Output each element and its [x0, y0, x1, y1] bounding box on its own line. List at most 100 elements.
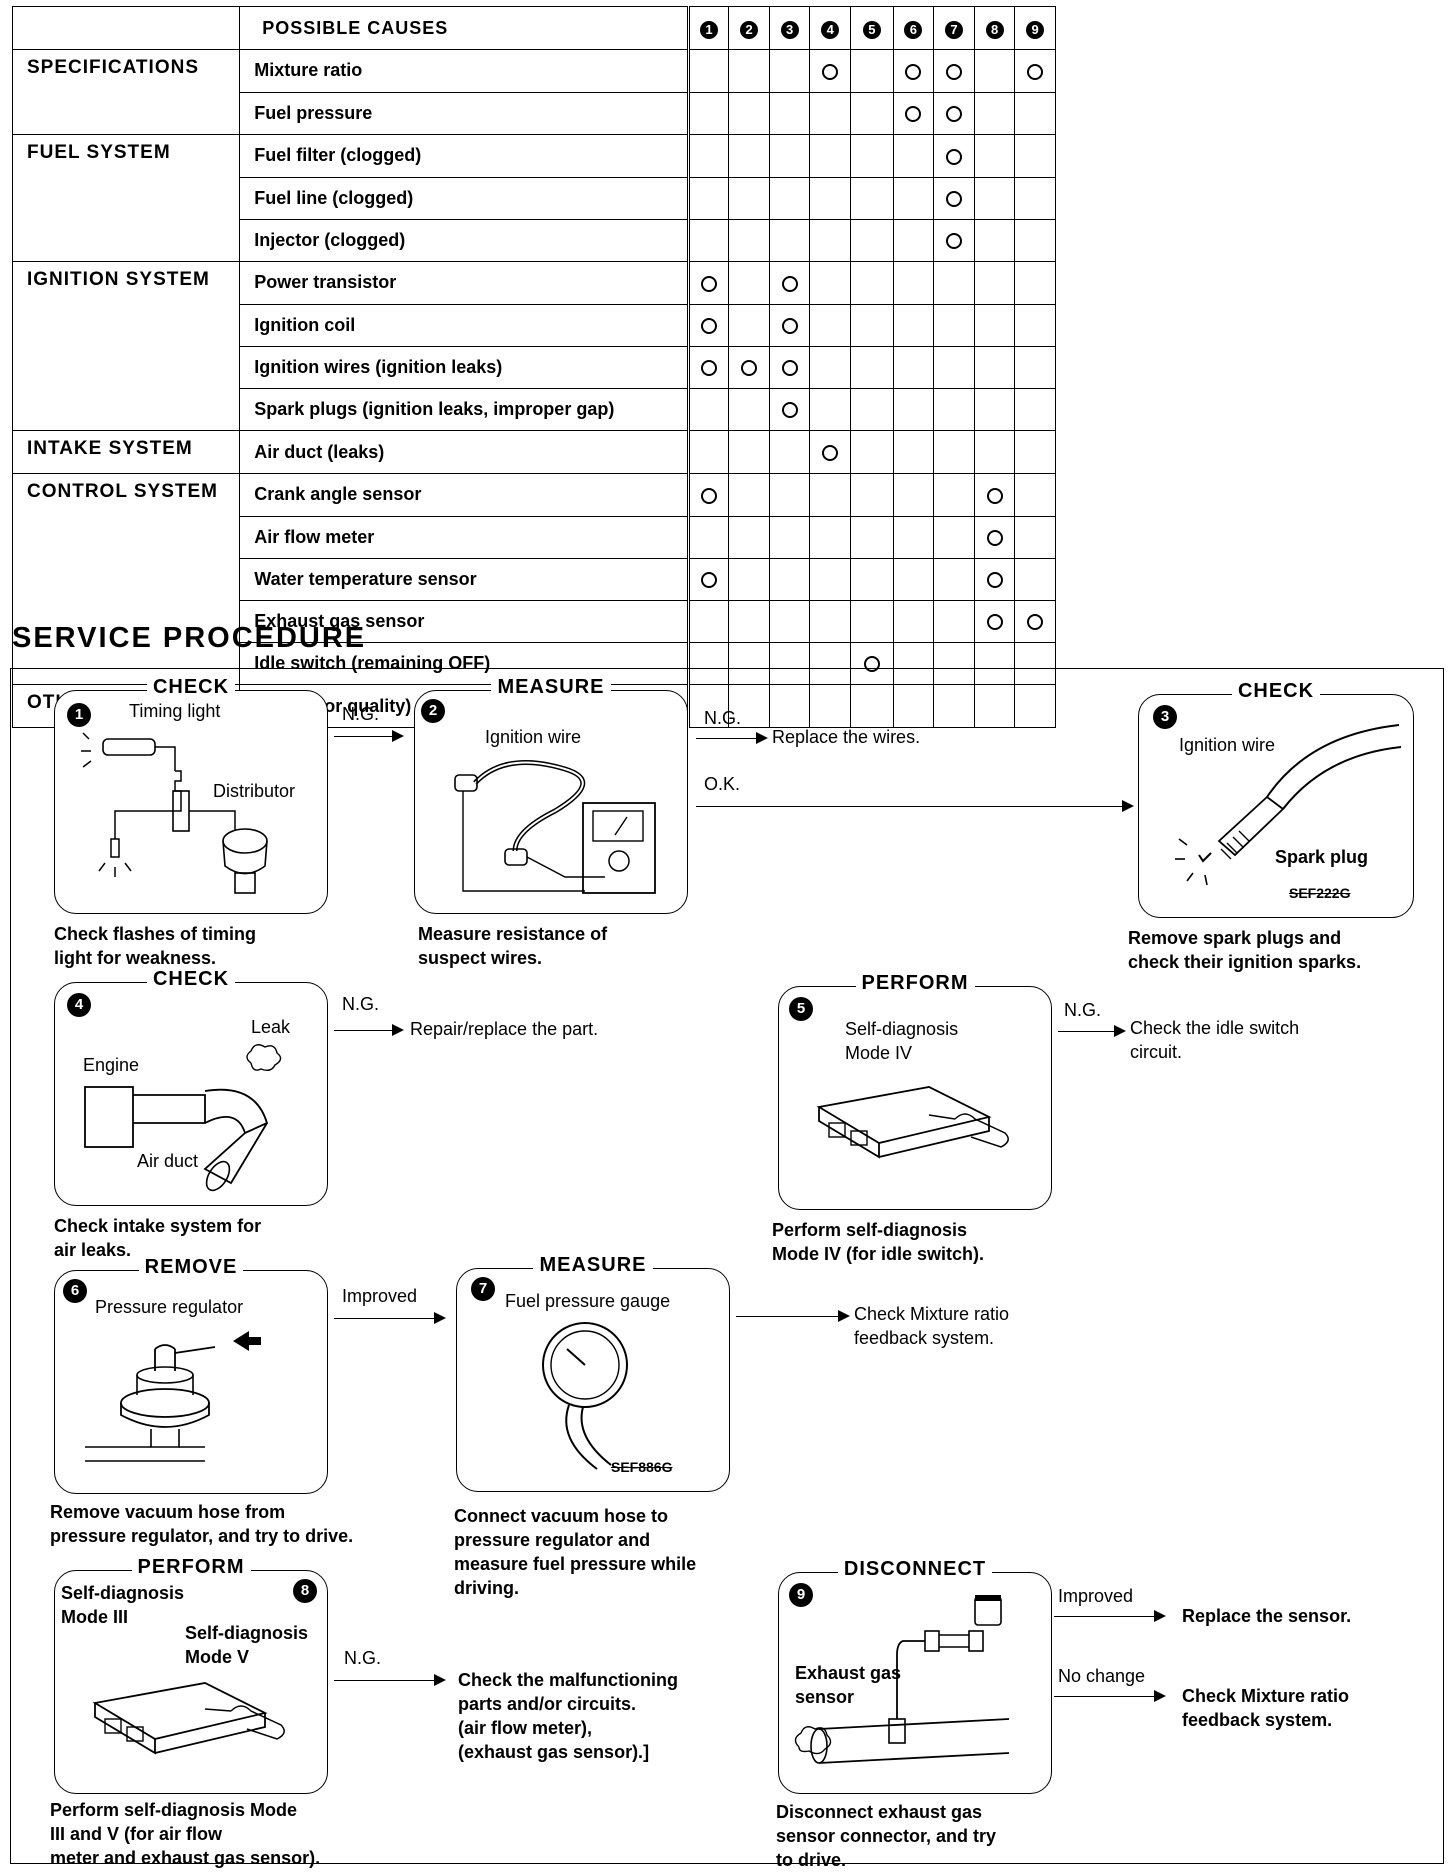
step-8-caption-line-2: III and V (for air flow [50, 1824, 223, 1844]
cause-label: Ignition coil [239, 303, 690, 347]
mark-cell [933, 49, 975, 93]
column-number-badge: 6 [904, 20, 923, 39]
figure-code: SEF222G [1289, 885, 1351, 901]
mark-cell [809, 430, 852, 474]
table-row: Ignition wires (ignition leaks) [11, 345, 1056, 389]
mixture-ratio-text-line-1: Check Mixture ratio [854, 1304, 1010, 1324]
step-9-caption-line-1: Disconnect exhaust gas [776, 1802, 983, 1822]
step-8-action: PERFORM [131, 1556, 251, 1578]
ohmmeter-illustration [454, 760, 656, 894]
mark-cell [850, 557, 894, 601]
step-1-ng-label: N.G. [342, 704, 380, 724]
mark-cell [728, 218, 770, 262]
mark-cell [850, 641, 894, 685]
circle-mark-icon [1027, 63, 1044, 80]
cause-label: Power transistor [239, 261, 690, 305]
mark-cell [973, 684, 1016, 728]
step-9-no-change-arrow [1054, 1690, 1166, 1702]
timing-light-label: Timing light [129, 701, 221, 721]
category-continuation-cell [11, 219, 241, 262]
circle-mark-icon [781, 317, 798, 334]
mark-cell [850, 49, 894, 93]
ecu-illustration [816, 1086, 1009, 1159]
circle-mark-icon [700, 571, 717, 588]
mark-cell [768, 345, 811, 389]
mark-cell [892, 430, 935, 474]
column-number-badge: 8 [985, 20, 1004, 39]
step-3-caption-line-1: Remove spark plugs and [1128, 928, 1342, 948]
mark-cell [892, 345, 935, 389]
mark-cell [768, 218, 811, 262]
mark-cell [973, 515, 1016, 559]
cause-label: Water temperature sensor [239, 557, 690, 601]
mark-cell [892, 91, 935, 135]
step-4-box: CHECK 4 Leak Engine Air duct [54, 968, 328, 1206]
step-7-caption-line-4: driving. [454, 1578, 520, 1598]
table-row: Ignition coil [11, 303, 1056, 347]
column-number-badge: 9 [1026, 20, 1045, 39]
step-9-action: DISCONNECT [837, 1558, 993, 1580]
category-label: CONTROL SYSTEM [11, 473, 241, 516]
mark-cell [809, 387, 852, 431]
step-3-action: CHECK [1231, 680, 1321, 702]
circle-mark-icon [700, 317, 717, 334]
circle-mark-icon [986, 487, 1003, 504]
step-4-caption-line-2: air leaks. [54, 1240, 132, 1260]
mark-cell [728, 430, 770, 474]
header-blank-cell [11, 6, 241, 50]
category-label: FUEL SYSTEM [11, 134, 241, 177]
mark-cell [768, 430, 811, 474]
engine-label: Engine [83, 1055, 140, 1075]
table-row: Idle switch (remaining OFF) [11, 641, 1056, 685]
step-9-improved-label: Improved [1058, 1586, 1134, 1606]
leak-label: Leak [251, 1017, 291, 1037]
mark-cell [728, 176, 770, 220]
mark-cell [892, 557, 935, 601]
step-5-ng-arrow [1058, 1025, 1126, 1037]
mark-cell [892, 684, 935, 728]
category-continuation-cell [11, 346, 241, 388]
step-9-box: DISCONNECT 9 Exhaust gas sensor [778, 1558, 1052, 1794]
mark-cell [892, 515, 935, 559]
mark-cell [728, 515, 770, 559]
mark-cell [687, 49, 730, 93]
step-6-action: REMOVE [138, 1256, 244, 1278]
cause-label: Mixture ratio [239, 49, 690, 93]
mark-cell [728, 557, 770, 601]
mode-iv-label: Mode IV [845, 1043, 913, 1063]
circle-mark-icon [945, 233, 962, 249]
mark-cell [973, 557, 1016, 601]
cause-label: Exhaust gas sensor [239, 599, 690, 643]
column-header-5: 5 [850, 6, 894, 50]
mark-cell [1014, 515, 1056, 559]
cause-label: Crank angle sensor [239, 473, 690, 517]
mark-cell [850, 261, 894, 305]
mark-cell [850, 473, 894, 517]
step-3-box: CHECK 3 Ignition wire Spark plug SEF222G [1138, 680, 1414, 918]
cause-label: Spark plugs (ignition leaks, improper ga… [239, 387, 690, 431]
exhaust-sensor-illustration [794, 1595, 1010, 1764]
mixture-ratio-text-line-2: feedback system. [854, 1328, 995, 1348]
mark-cell [933, 599, 975, 643]
step-7-caption-line-3: measure fuel pressure while [454, 1554, 697, 1574]
mark-cell [933, 91, 975, 135]
exhaust-gas-label: Exhaust gas [795, 1663, 902, 1683]
mark-cell [973, 599, 1016, 643]
mark-cell [850, 387, 894, 431]
mark-cell [809, 345, 852, 389]
cause-label: Ignition wires (ignition leaks) [239, 345, 690, 389]
mark-cell [973, 91, 1016, 135]
circle-mark-icon [700, 359, 717, 376]
step-9-no-change-label: No change [1058, 1666, 1146, 1686]
category-continuation-cell [11, 304, 241, 346]
malfunction-text-line-2: parts and/or circuits. [458, 1694, 637, 1714]
mark-cell [892, 134, 935, 178]
air-duct-label: Air duct [137, 1151, 199, 1171]
mark-cell [850, 218, 894, 262]
mark-cell [809, 91, 852, 135]
circle-mark-icon [945, 63, 962, 80]
step-6-box: REMOVE 6 Pressure regulator [54, 1256, 328, 1494]
